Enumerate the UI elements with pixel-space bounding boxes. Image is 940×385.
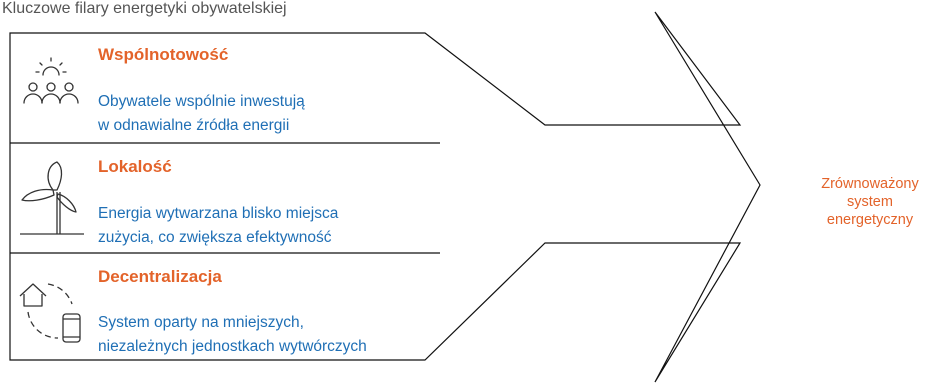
pillar-desc-decentralizacja-line1: System oparty na mniejszych, <box>98 314 304 331</box>
pillar-desc-wspolnotowosc-line1: Obywatele wspólnie inwestują <box>98 93 305 110</box>
outcome-line-3: energetyczny <box>826 212 914 228</box>
pillar-title-lokalosc: Lokalość <box>98 157 172 176</box>
community-icon <box>23 57 79 104</box>
pillar-desc-decentralizacja-line2: niezależnych jednostkach wytwórczych <box>98 338 367 355</box>
house-phone-cycle-icon <box>19 283 81 343</box>
pillar-desc-wspolnotowosc-line2: w odnawialne źródła energii <box>98 117 290 134</box>
wind-turbine-icon <box>20 161 84 235</box>
pillar-desc-lokalosc-line2: zużycia, co zwiększa efektywność <box>98 229 332 246</box>
pillar-title-wspolnotowosc: Wspólnotowość <box>98 45 229 64</box>
outcome-line-1: Zrównoważony <box>821 176 919 192</box>
pillar-title-decentralizacja: Decentralizacja <box>98 267 222 286</box>
outcome-line-2: system <box>847 194 893 210</box>
outcome-label: Zrównoważony system energetyczny <box>800 175 940 229</box>
arrow-outline <box>9 11 761 383</box>
page-title: Kluczowe filary energetyki obywatelskiej <box>2 0 287 17</box>
pillar-desc-lokalosc-line1: Energia wytwarzana blisko miejsca <box>98 205 339 222</box>
